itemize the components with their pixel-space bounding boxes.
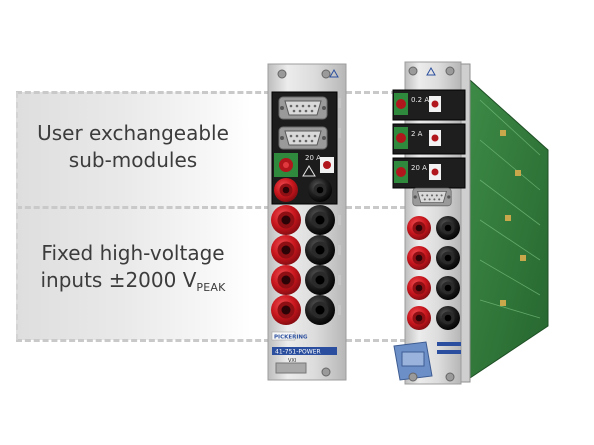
voltage-value: inputs ±2000 V — [40, 268, 197, 292]
right-fuse-rating-3: 20 A — [411, 164, 427, 172]
bottom-callout-line1: Fixed high-voltage — [41, 241, 225, 265]
left-fuse-rating: 20 A — [305, 154, 321, 162]
bottom-callout-panel — [16, 207, 251, 340]
top-callout-line1: User exchangeable — [37, 121, 229, 145]
top-callout-panel — [16, 92, 251, 207]
dashed-divider-middle-between — [346, 206, 406, 209]
right-fuse-rating-2: 2 A — [411, 130, 423, 138]
dashed-divider-bottom-left — [16, 339, 270, 342]
top-callout-text: User exchangeable sub-modules — [18, 120, 248, 174]
top-callout-line2: sub-modules — [68, 148, 198, 172]
voltage-unit-subscript: PEAK — [196, 281, 226, 294]
dashed-divider-top-between — [346, 91, 406, 94]
right-module: 0.2 A 2 A 20 A — [392, 61, 549, 385]
left-module-brand: PICKERING — [274, 335, 308, 341]
bottom-callout-line2: inputs ±2000 VPEAK — [18, 267, 248, 301]
left-module-maker: VXI — [288, 358, 296, 364]
dashed-divider-top — [16, 91, 270, 94]
left-module: 20 A — [267, 63, 347, 381]
dashed-divider-middle-left — [16, 206, 270, 209]
dashed-divider-left-edge — [16, 92, 18, 340]
right-fuse-rating-1: 0.2 A — [411, 96, 429, 104]
bottom-callout-text: Fixed high-voltage inputs ±2000 VPEAK — [18, 240, 248, 301]
left-module-model: 41-751-POWER — [275, 349, 321, 356]
dashed-divider-bottom-between — [346, 339, 406, 342]
